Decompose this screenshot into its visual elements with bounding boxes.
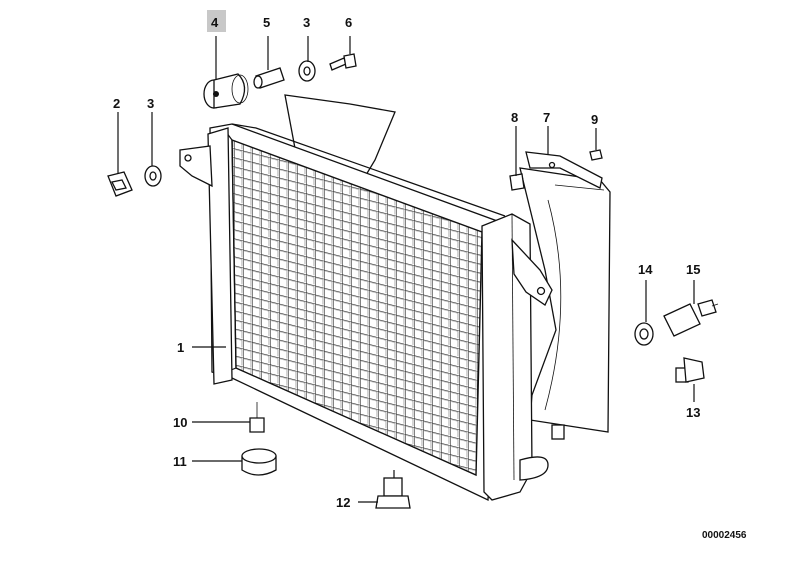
- callout-2: 2: [113, 96, 120, 111]
- clip-right-part: [509, 173, 525, 191]
- callout-11: 11: [173, 454, 187, 469]
- washer-top-part: [298, 60, 316, 82]
- screw-part: [589, 149, 603, 161]
- callout-3-left: 3: [147, 96, 154, 111]
- callout-15: 15: [686, 262, 700, 277]
- highlight-box: [207, 10, 226, 32]
- plug-bottom-part: [375, 477, 411, 509]
- callout-14: 14: [638, 262, 653, 277]
- plug-right-part: [675, 357, 705, 383]
- clip-nut-part: [107, 171, 133, 197]
- callout-1: 1: [177, 340, 184, 355]
- bolt-top-part: [329, 53, 357, 71]
- callout-9: 9: [591, 112, 598, 127]
- radiator: [179, 123, 553, 502]
- seal-ring-part: [634, 322, 654, 346]
- diagram-id: 00002456: [702, 530, 747, 541]
- callout-7: 7: [543, 110, 550, 125]
- rubber-mount-part: [203, 73, 249, 109]
- washer-left-part: [144, 165, 162, 187]
- bracket-part: [525, 151, 603, 189]
- callout-12: 12: [336, 495, 350, 510]
- drain-plug-part: [249, 402, 265, 433]
- callout-10: 10: [173, 415, 187, 430]
- callout-8: 8: [511, 110, 518, 125]
- cap-part: [241, 448, 277, 476]
- sleeve-part: [253, 67, 285, 89]
- callout-4: 4: [211, 15, 219, 30]
- temperature-switch-part: [663, 299, 719, 337]
- callout-5: 5: [263, 15, 270, 30]
- callout-6: 6: [345, 15, 352, 30]
- callout-13: 13: [686, 405, 700, 420]
- callout-3-top: 3: [303, 15, 310, 30]
- leader-lines: [117, 36, 695, 503]
